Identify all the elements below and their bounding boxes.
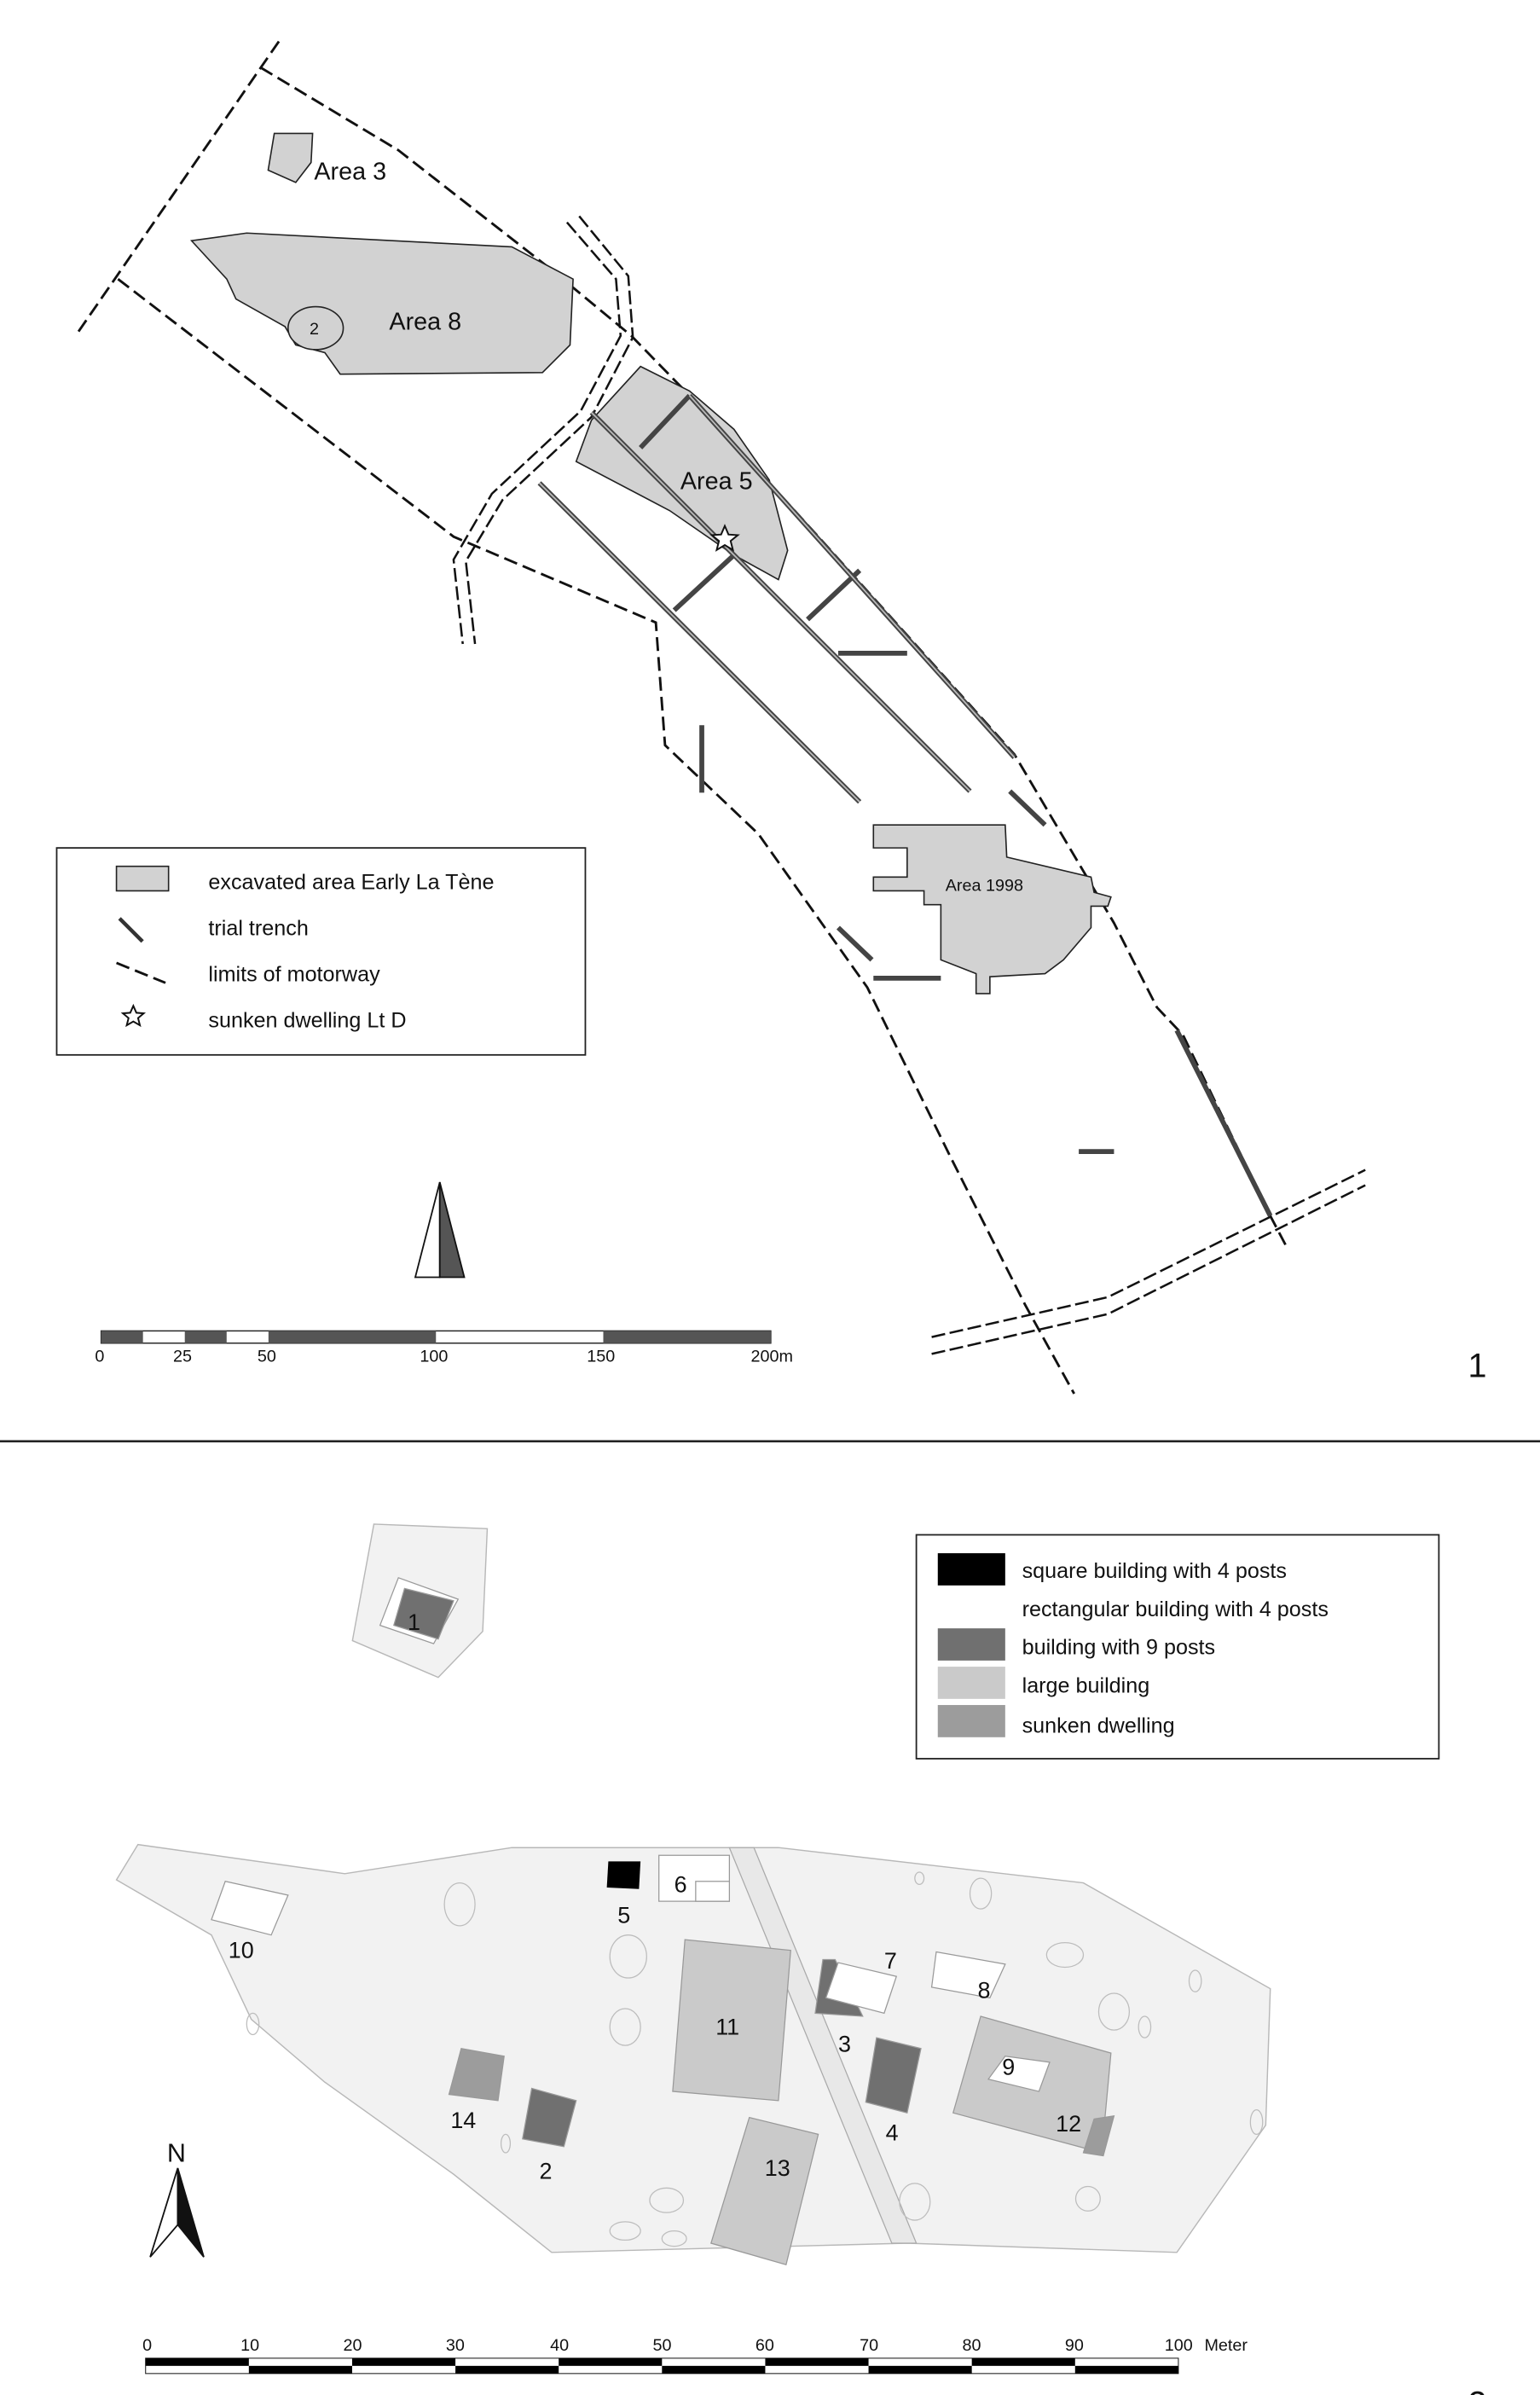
swatch-rect-4-posts <box>937 1590 1005 1622</box>
road-curved-b <box>464 215 634 645</box>
svg-text:25: 25 <box>173 1347 192 1366</box>
svg-text:90: 90 <box>1065 2336 1084 2355</box>
svg-text:excavated area Early La Tène: excavated area Early La Tène <box>208 871 494 895</box>
legend-figure-1: excavated area Early La Tène trial trenc… <box>55 847 587 1056</box>
svg-text:3: 3 <box>838 2031 851 2056</box>
svg-text:4: 4 <box>886 2120 899 2146</box>
svg-text:14: 14 <box>450 2108 476 2133</box>
area-5 <box>575 365 789 581</box>
legend-figure-2: square building with 4 posts rectangular… <box>915 1534 1440 1760</box>
building-6-inner <box>695 1881 731 1902</box>
svg-text:70: 70 <box>860 2336 878 2355</box>
building-13 <box>710 2116 819 2265</box>
post-holes <box>246 1871 1264 2247</box>
road-curved-a <box>452 221 622 645</box>
svg-text:10: 10 <box>240 2336 259 2355</box>
svg-text:150: 150 <box>587 1347 615 1366</box>
swatch-9-posts <box>937 1628 1005 1661</box>
svg-text:10: 10 <box>229 1938 254 1963</box>
building-14 <box>448 2047 505 2102</box>
building-11 <box>672 1939 791 2102</box>
svg-text:Meter: Meter <box>1204 2336 1248 2355</box>
figure-number-1: 1 <box>1468 1347 1487 1384</box>
swatch-square-4-posts <box>937 1553 1005 1586</box>
area-1998 <box>872 824 1112 995</box>
trial-trenches <box>537 393 1273 1217</box>
building-2 <box>522 2087 577 2148</box>
buildings <box>211 1854 1115 2265</box>
figure-number-2: 2 <box>1468 2385 1487 2395</box>
building-7 <box>825 1962 898 2015</box>
area-3 <box>267 132 314 183</box>
svg-text:sunken dwelling: sunken dwelling <box>1022 1714 1175 1737</box>
star-icon <box>120 1003 147 1028</box>
area-1998-label: Area 1998 <box>946 876 1023 895</box>
svg-text:13: 13 <box>765 2155 790 2181</box>
sunken-dwelling-star-icon <box>709 524 740 552</box>
area-8-label: Area 8 <box>389 308 461 335</box>
svg-text:20: 20 <box>344 2336 362 2355</box>
svg-text:5: 5 <box>617 1902 630 1928</box>
svg-text:large building: large building <box>1022 1674 1150 1698</box>
svg-text:sunken dwelling Lt D: sunken dwelling Lt D <box>208 1008 406 1032</box>
svg-text:1: 1 <box>408 1609 420 1635</box>
svg-text:building with 9 posts: building with 9 posts <box>1022 1636 1216 1660</box>
building-10 <box>211 1881 289 1936</box>
swatch-sunken-dwelling <box>937 1705 1005 1737</box>
area-2 <box>287 305 344 351</box>
building-5 <box>606 1861 641 1889</box>
figure-2-building-plan: 1 2 3 4 5 6 7 8 9 10 11 12 13 14 square … <box>115 1523 1487 2395</box>
north-arrow-icon: N <box>149 2139 205 2258</box>
svg-text:0: 0 <box>95 1347 104 1366</box>
svg-text:100: 100 <box>1165 2336 1193 2355</box>
svg-text:50: 50 <box>258 1347 276 1366</box>
figure-1-site-plan: Area 3 Area 8 2 Area 5 Area 1998 excavat… <box>55 40 1487 1395</box>
building-9 <box>987 2056 1051 2092</box>
area-3-label: Area 3 <box>314 158 386 185</box>
svg-text:6: 6 <box>674 1871 687 1897</box>
building-labels: 1 2 3 4 5 6 7 8 9 10 11 12 13 14 <box>229 1609 1081 2184</box>
scale-bar-200m: 0 25 50 100 150 200m <box>95 1330 793 1366</box>
area-8 <box>189 232 574 375</box>
svg-text:12: 12 <box>1056 2111 1081 2137</box>
svg-text:N: N <box>167 2139 186 2168</box>
building-12-sunken <box>1082 2115 1115 2157</box>
building-1 <box>393 1587 454 1640</box>
svg-text:8: 8 <box>977 1977 990 2003</box>
svg-text:60: 60 <box>756 2336 774 2355</box>
scale-bar-100m: 0 10 20 30 40 50 60 70 80 90 100 Meter <box>142 2336 1248 2375</box>
road-bottom-a <box>931 1169 1366 1338</box>
north-arrow-icon <box>414 1181 466 1279</box>
svg-text:2: 2 <box>540 2159 553 2184</box>
svg-text:200m: 200m <box>751 1347 793 1366</box>
svg-text:11: 11 <box>715 2015 739 2040</box>
building-4 <box>865 2037 922 2114</box>
modern-road-strip <box>728 1847 918 2244</box>
svg-text:40: 40 <box>550 2336 569 2355</box>
svg-text:trial trench: trial trench <box>208 917 308 941</box>
svg-text:square building with 4 posts: square building with 4 posts <box>1022 1559 1287 1583</box>
area-5-label: Area 5 <box>680 467 753 495</box>
area-2-label: 2 <box>310 320 319 339</box>
svg-text:rectangular building with 4 po: rectangular building with 4 posts <box>1022 1598 1329 1621</box>
svg-text:7: 7 <box>884 1948 897 1974</box>
motorway-limit-lower <box>117 278 1075 1395</box>
svg-text:9: 9 <box>1002 2054 1015 2079</box>
svg-text:50: 50 <box>653 2336 672 2355</box>
building-8 <box>930 1951 1006 1999</box>
excavated-area-swatch <box>115 865 170 892</box>
svg-text:0: 0 <box>142 2336 152 2355</box>
trial-trench-swatch <box>118 917 144 943</box>
svg-text:30: 30 <box>446 2336 465 2355</box>
swatch-large-building <box>937 1667 1005 1699</box>
svg-text:80: 80 <box>963 2336 981 2355</box>
svg-text:100: 100 <box>420 1347 448 1366</box>
svg-text:limits of motorway: limits of motorway <box>208 963 380 987</box>
road-bottom-b <box>931 1184 1366 1355</box>
motorway-limit-swatch <box>116 961 166 984</box>
